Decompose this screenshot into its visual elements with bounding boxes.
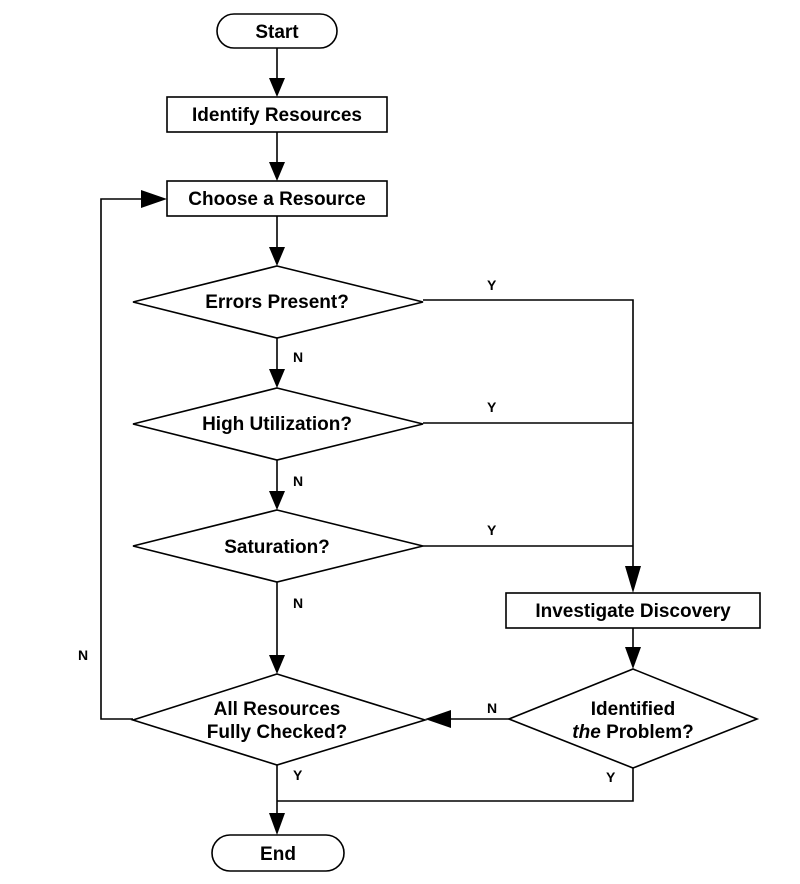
identify-resources-node: Identify Resources xyxy=(166,96,388,133)
arrowhead xyxy=(269,162,285,181)
arrowhead xyxy=(269,247,285,266)
arrowhead xyxy=(269,78,285,97)
identified-label-rest: Problem? xyxy=(601,722,694,743)
identified-label-line1: Identified xyxy=(591,699,675,720)
saturation-yes-label: Y xyxy=(487,522,497,538)
identified-yes-label: Y xyxy=(606,769,616,785)
identified-problem-diamond xyxy=(506,668,760,769)
arrowhead xyxy=(625,647,641,669)
edge-identified-yes xyxy=(277,768,634,802)
saturation-label: Saturation? xyxy=(224,537,330,558)
util-yes-label: Y xyxy=(487,399,497,415)
arrowhead xyxy=(425,710,451,728)
identified-label-line2: the Problem? xyxy=(572,722,693,743)
investigate-discovery-box xyxy=(505,592,761,629)
start-terminator xyxy=(216,13,338,49)
arrowhead xyxy=(269,813,285,835)
edge-labels: Y N Y N Y N N Y N Y xyxy=(78,277,616,785)
all-checked-no-label: N xyxy=(78,647,88,663)
errors-present-diamond xyxy=(132,265,424,339)
errors-no-label: N xyxy=(293,349,303,365)
all-checked-yes-label: Y xyxy=(293,767,303,783)
util-no-label: N xyxy=(293,473,303,489)
start-label: Start xyxy=(255,22,299,43)
edge-allchecked-no-loop xyxy=(100,198,145,720)
errors-present-node: Errors Present? xyxy=(132,265,424,339)
choose-resource-box xyxy=(166,180,388,217)
connectors xyxy=(100,48,641,835)
identified-no-label: N xyxy=(487,700,497,716)
arrowhead xyxy=(269,369,285,388)
identified-problem-node: Identified the Problem? xyxy=(506,668,760,769)
arrowhead xyxy=(141,190,167,208)
choose-resource-label: Choose a Resource xyxy=(188,189,365,210)
all-checked-label-line2: Fully Checked? xyxy=(207,722,347,743)
errors-present-label: Errors Present? xyxy=(205,292,349,313)
high-utilization-node: High Utilization? xyxy=(132,387,424,461)
end-node: End xyxy=(211,834,345,872)
saturation-diamond xyxy=(132,509,424,583)
all-checked-node: All Resources Fully Checked? xyxy=(130,673,428,766)
choose-resource-node: Choose a Resource xyxy=(166,180,388,217)
edge-errors-yes xyxy=(423,299,634,568)
identify-resources-box xyxy=(166,96,388,133)
all-checked-diamond xyxy=(130,673,428,766)
all-checked-label-line1: All Resources xyxy=(214,699,341,720)
high-utilization-diamond xyxy=(132,387,424,461)
arrowhead xyxy=(269,491,285,510)
high-utilization-label: High Utilization? xyxy=(202,414,352,435)
saturation-no-label: N xyxy=(293,595,303,611)
end-label: End xyxy=(260,844,296,865)
start-node: Start xyxy=(216,13,338,49)
investigate-discovery-node: Investigate Discovery xyxy=(505,592,761,629)
end-terminator xyxy=(211,834,345,872)
saturation-node: Saturation? xyxy=(132,509,424,583)
arrowhead xyxy=(269,655,285,674)
identify-resources-label: Identify Resources xyxy=(192,105,362,126)
arrowhead xyxy=(625,566,641,593)
investigate-discovery-label: Investigate Discovery xyxy=(535,601,731,622)
identified-label-em: the xyxy=(572,722,601,743)
errors-yes-label: Y xyxy=(487,277,497,293)
